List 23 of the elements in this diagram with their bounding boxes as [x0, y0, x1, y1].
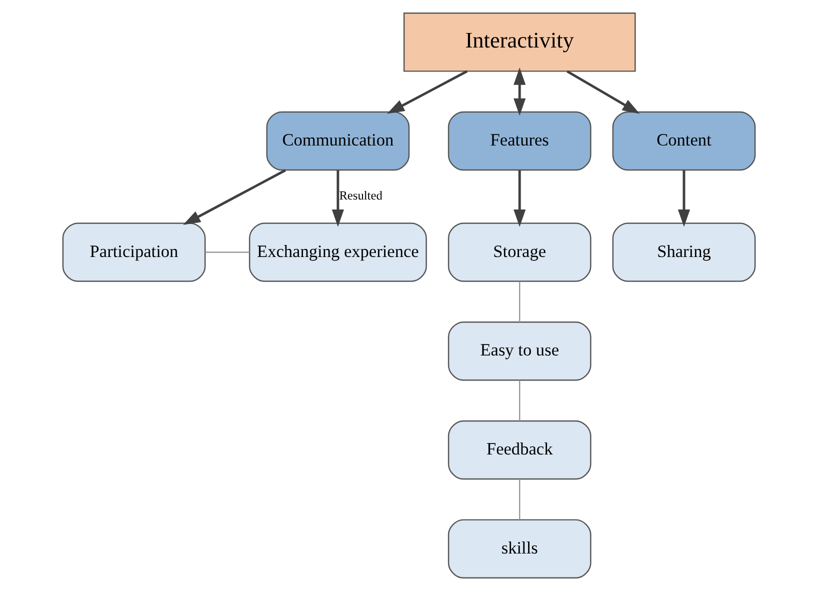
node-box: Participation: [62, 222, 206, 282]
connector: [518, 479, 520, 520]
node-box: skills: [447, 519, 591, 579]
arrow: [677, 170, 690, 227]
arrow: [182, 169, 286, 225]
node-box: Feedback: [447, 420, 591, 480]
arrow: [331, 170, 344, 227]
node-box: Features: [447, 111, 591, 171]
arrow: [566, 70, 640, 114]
node-box: Content: [612, 111, 756, 171]
node-box: Communication: [266, 111, 410, 171]
edge-label: Resulted: [338, 188, 382, 203]
node-box: Easy to use: [447, 321, 591, 381]
connector: [204, 252, 249, 253]
node-box: Sharing: [612, 222, 756, 282]
node-box: Storage: [447, 222, 591, 282]
node-box: Exchanging experience: [248, 222, 426, 282]
arrow: [386, 70, 468, 114]
arrow: [513, 170, 526, 227]
connector: [518, 281, 520, 322]
node-box: Interactivity: [402, 12, 636, 72]
connector: [518, 380, 520, 421]
arrow: [513, 68, 526, 116]
